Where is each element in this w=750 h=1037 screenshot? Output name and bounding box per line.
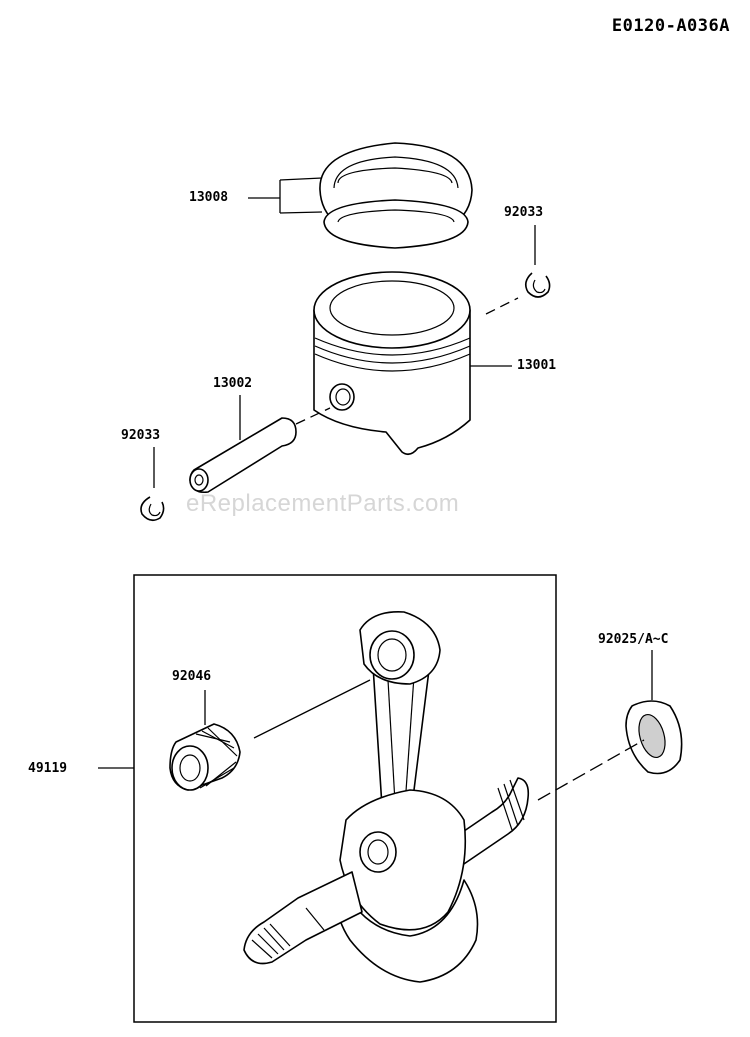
assembly-frame bbox=[133, 574, 557, 1023]
piston-rings-drawing[interactable] bbox=[319, 142, 473, 249]
circlip-right-drawing[interactable] bbox=[524, 272, 551, 298]
label-13008[interactable]: 13008 bbox=[189, 190, 229, 205]
label-92033-left[interactable]: 92033 bbox=[121, 428, 161, 443]
washer-drawing[interactable] bbox=[625, 700, 683, 775]
label-92046[interactable]: 92046 bbox=[172, 669, 212, 684]
label-49119[interactable]: 49119 bbox=[28, 761, 68, 776]
piston-pin-drawing[interactable] bbox=[189, 417, 297, 494]
needle-bearing-drawing[interactable] bbox=[169, 723, 241, 791]
diagram-code: E0120-A036A bbox=[611, 16, 730, 36]
label-13001[interactable]: 13001 bbox=[517, 358, 557, 373]
label-13002[interactable]: 13002 bbox=[213, 376, 253, 391]
circlip-left-drawing[interactable] bbox=[140, 496, 165, 522]
watermark: eReplacementParts.com bbox=[186, 490, 460, 517]
piston-drawing[interactable] bbox=[313, 271, 471, 456]
label-92033-right[interactable]: 92033 bbox=[504, 205, 544, 220]
label-92025[interactable]: 92025/A~C bbox=[598, 632, 669, 647]
crankshaft-drawing[interactable] bbox=[243, 611, 530, 983]
